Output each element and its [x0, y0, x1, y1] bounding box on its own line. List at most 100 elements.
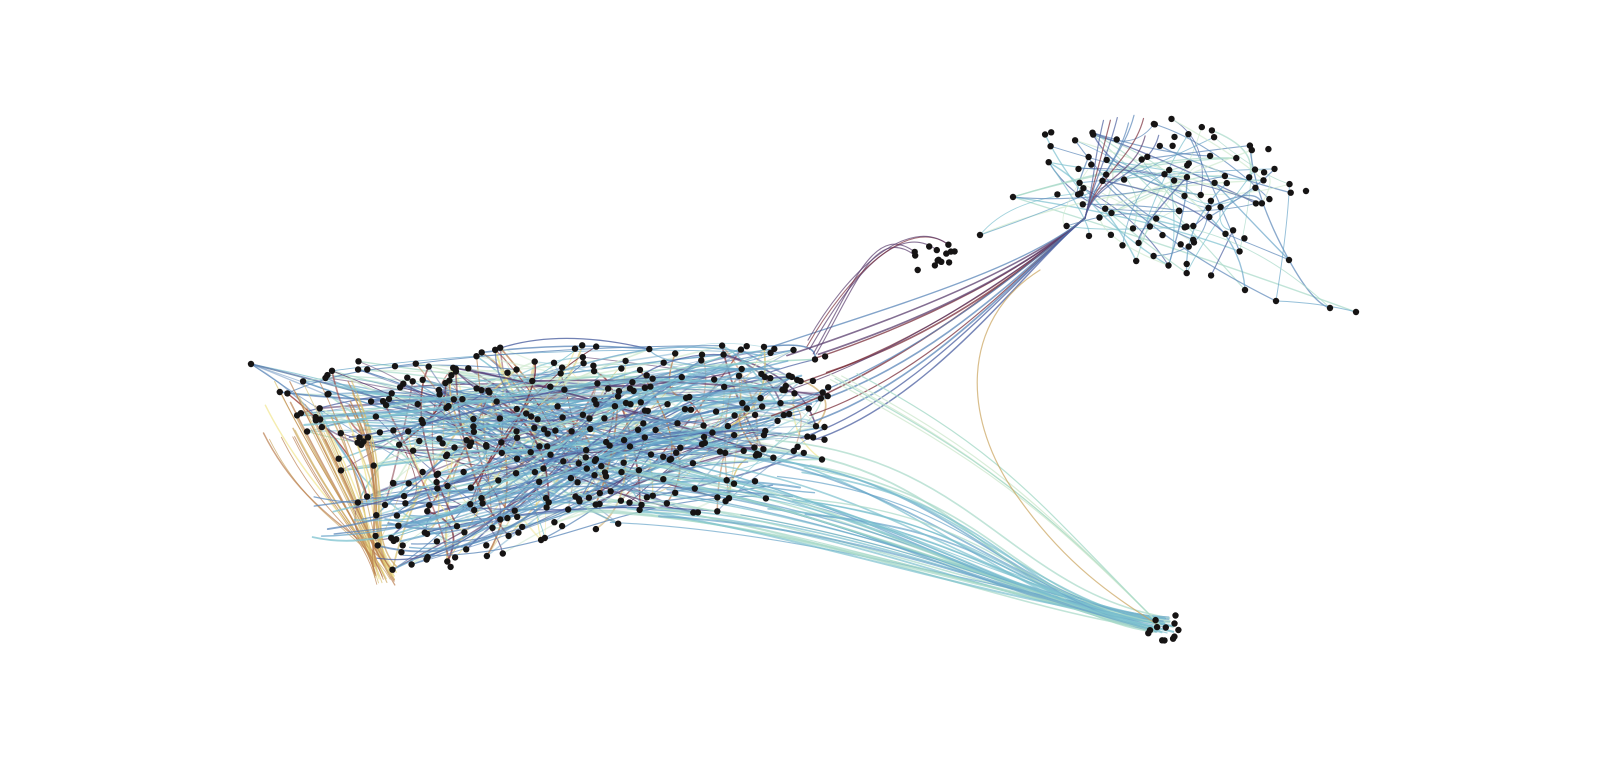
- graph-node: [1183, 269, 1190, 277]
- graph-node: [722, 449, 729, 457]
- edge: [1092, 123, 1155, 142]
- graph-node: [781, 387, 788, 394]
- graph-node: [447, 563, 454, 571]
- graph-node: [933, 246, 940, 254]
- graph-node: [596, 489, 603, 497]
- edge: [412, 367, 781, 437]
- graph-node: [931, 262, 939, 269]
- edge: [1187, 133, 1241, 252]
- graph-node: [1246, 142, 1254, 149]
- edge: [473, 395, 829, 511]
- graph-node: [303, 428, 311, 435]
- graph-node: [374, 542, 381, 549]
- graph-node: [473, 385, 480, 392]
- graph-node: [1286, 180, 1293, 188]
- graph-node: [498, 449, 505, 457]
- graph-node: [444, 482, 451, 490]
- graph-node: [1190, 239, 1198, 246]
- graph-node: [1171, 633, 1178, 640]
- graph-node: [1009, 193, 1017, 201]
- graph-node: [1080, 185, 1087, 192]
- edge: [807, 235, 949, 341]
- edge: [387, 431, 732, 530]
- edge: [1098, 216, 1170, 267]
- graph-node: [408, 561, 415, 568]
- graph-node: [672, 489, 679, 496]
- graph-node: [512, 470, 520, 477]
- graph-node: [694, 509, 702, 516]
- edge: [1170, 118, 1265, 181]
- graph-node: [580, 360, 587, 367]
- edge: [1184, 226, 1331, 309]
- graph-node: [1076, 179, 1083, 186]
- graph-node: [550, 359, 558, 366]
- graph-node: [943, 250, 950, 257]
- graph-node: [433, 479, 440, 486]
- graph-node: [543, 504, 550, 511]
- graph-node: [1103, 156, 1110, 164]
- graph-node: [1229, 227, 1237, 234]
- graph-node: [1074, 191, 1082, 198]
- edge: [976, 269, 1159, 626]
- graph-node: [558, 364, 566, 371]
- edge: [1104, 149, 1253, 210]
- graph-node: [373, 512, 380, 519]
- graph-node: [618, 468, 625, 476]
- graph-node: [604, 385, 612, 392]
- graph-node: [1168, 115, 1175, 123]
- graph-node: [1223, 179, 1231, 187]
- graph-node: [1079, 201, 1087, 208]
- graph-node: [594, 380, 601, 387]
- edge: [605, 345, 748, 443]
- graph-node: [689, 460, 697, 467]
- graph-node: [687, 406, 695, 413]
- graph-node: [1252, 184, 1259, 191]
- graph-node: [1063, 222, 1070, 230]
- graph-node: [571, 345, 579, 352]
- edge: [1074, 139, 1263, 204]
- edge: [796, 497, 1158, 624]
- edge: [472, 356, 584, 428]
- graph-node: [424, 508, 431, 515]
- graph-node: [414, 400, 421, 408]
- graph-node: [1146, 223, 1154, 230]
- graph-node: [592, 501, 599, 508]
- graph-node: [626, 443, 634, 450]
- edge: [482, 460, 564, 505]
- graph-node: [587, 425, 594, 433]
- graph-node: [436, 435, 443, 442]
- graph-node: [1153, 623, 1161, 631]
- graph-node: [471, 506, 478, 514]
- edge: [353, 429, 769, 509]
- graph-node: [934, 257, 941, 264]
- graph-node: [1090, 131, 1097, 138]
- graph-node: [681, 406, 689, 413]
- graph-node: [714, 494, 721, 501]
- graph-node: [751, 444, 758, 451]
- edge: [801, 217, 1086, 383]
- edge: [1224, 233, 1290, 261]
- graph-node: [448, 372, 455, 379]
- edge: [658, 515, 1154, 631]
- graph-node: [646, 345, 653, 353]
- edge: [690, 451, 1164, 623]
- graph-node: [478, 349, 485, 356]
- graph-node: [1265, 145, 1272, 153]
- graph-node: [442, 379, 449, 387]
- graph-node: [489, 524, 496, 531]
- edge: [1254, 169, 1271, 204]
- edge: [786, 217, 1086, 357]
- graph-node: [618, 365, 625, 372]
- graph-node: [647, 383, 654, 390]
- graph-node: [672, 350, 679, 357]
- graph-node: [818, 456, 826, 463]
- graph-node: [388, 534, 395, 542]
- graph-node: [540, 426, 548, 433]
- graph-node: [328, 367, 336, 374]
- edge: [1207, 194, 1263, 209]
- graph-node: [698, 357, 705, 364]
- graph-node: [825, 384, 832, 391]
- graph-node: [451, 554, 459, 561]
- graph-node: [545, 499, 552, 506]
- edge: [775, 439, 1171, 619]
